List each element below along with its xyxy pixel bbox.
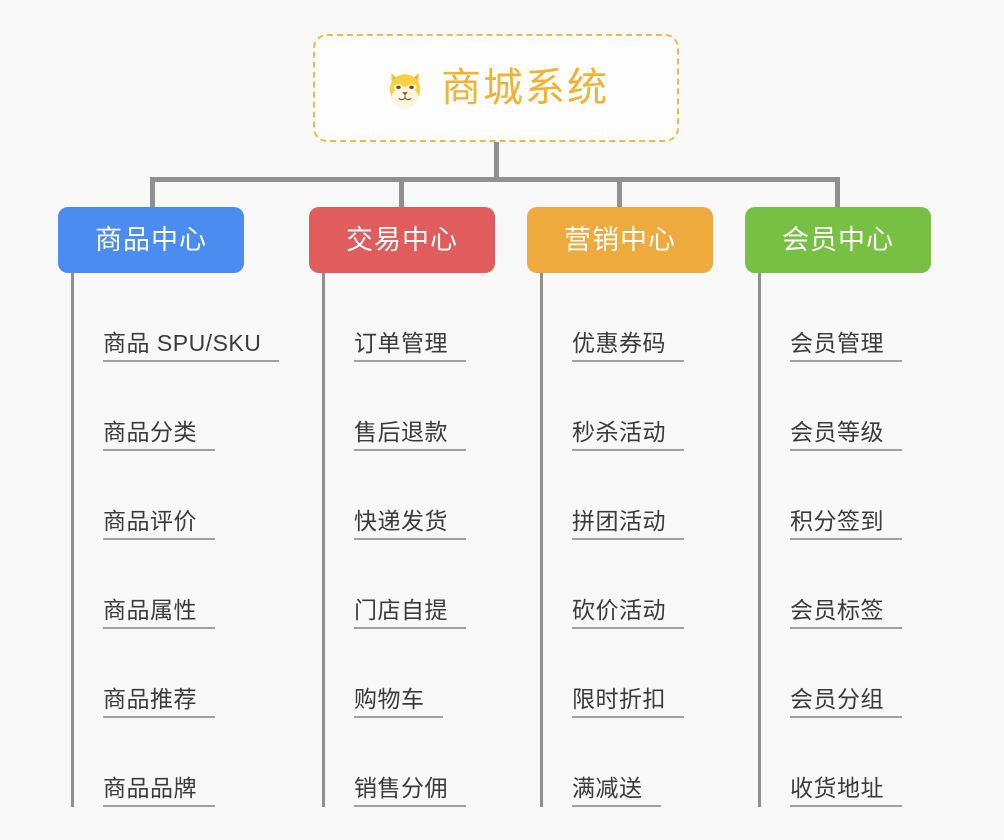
root-title: 商城系统 (441, 66, 609, 110)
leaf-item-label: 商品 SPU/SKU (103, 331, 280, 362)
leaf-spine-line (758, 273, 761, 807)
leaf-item-label: 限时折扣 (572, 687, 684, 718)
branch-column: 营销中心优惠券码秒杀活动拼团活动砍价活动限时折扣满减送 (527, 207, 713, 807)
leaf-item[interactable]: 会员等级 (745, 362, 931, 451)
leaf-item[interactable]: 订单管理 (309, 273, 495, 362)
category-label: 交易中心 (346, 224, 458, 255)
branch-column: 交易中心订单管理售后退款快递发货门店自提购物车销售分佣 (309, 207, 495, 807)
connector-drop-3 (617, 177, 622, 208)
leaf-item[interactable]: 商品推荐 (58, 629, 244, 718)
leaf-item-label: 商品推荐 (103, 687, 215, 718)
leaf-item-label: 售后退款 (354, 420, 466, 451)
leaf-item[interactable]: 会员分组 (745, 629, 931, 718)
leaf-item-label: 收货地址 (790, 776, 902, 807)
leaf-item[interactable]: 销售分佣 (309, 718, 495, 807)
leaf-item[interactable]: 商品分类 (58, 362, 244, 451)
leaf-item[interactable]: 积分签到 (745, 451, 931, 540)
leaf-spine-line (322, 273, 325, 807)
leaf-item-label: 会员分组 (790, 687, 902, 718)
leaf-item[interactable]: 商品属性 (58, 540, 244, 629)
leaf-item-label: 商品分类 (103, 420, 215, 451)
leaf-item[interactable]: 商品品牌 (58, 718, 244, 807)
leaf-item[interactable]: 门店自提 (309, 540, 495, 629)
connector-drop-2 (399, 177, 404, 208)
leaf-item-label: 会员标签 (790, 598, 902, 629)
connector-horizontal-bar (150, 177, 840, 182)
leaf-item-label: 满减送 (572, 776, 661, 807)
leaf-item-label: 门店自提 (354, 598, 466, 629)
leaf-list: 会员管理会员等级积分签到会员标签会员分组收货地址 (745, 273, 931, 807)
category-box[interactable]: 商品中心 (58, 207, 244, 273)
leaf-item[interactable]: 商品评价 (58, 451, 244, 540)
leaf-item-label: 订单管理 (354, 331, 466, 362)
leaf-item[interactable]: 优惠券码 (527, 273, 713, 362)
category-label: 商品中心 (95, 224, 207, 255)
leaf-item-label: 拼团活动 (572, 509, 684, 540)
leaf-item[interactable]: 快递发货 (309, 451, 495, 540)
leaf-item-label: 快递发货 (354, 509, 466, 540)
connector-drop-4 (835, 177, 840, 208)
leaf-item-label: 商品品牌 (103, 776, 215, 807)
leaf-item[interactable]: 满减送 (527, 718, 713, 807)
leaf-item-label: 砍价活动 (572, 598, 684, 629)
leaf-spine-line (540, 273, 543, 807)
connector-root-stem (494, 142, 499, 179)
leaf-item[interactable]: 砍价活动 (527, 540, 713, 629)
category-label: 会员中心 (782, 224, 894, 255)
category-label: 营销中心 (564, 224, 676, 255)
leaf-item-label: 会员等级 (790, 420, 902, 451)
leaf-item-label: 购物车 (354, 687, 443, 718)
category-box[interactable]: 会员中心 (745, 207, 931, 273)
leaf-item-label: 优惠券码 (572, 331, 684, 362)
branch-column: 商品中心商品 SPU/SKU 商品分类商品评价商品属性商品推荐商品品牌 (58, 207, 280, 807)
connector-drop-1 (150, 177, 155, 208)
category-box[interactable]: 交易中心 (309, 207, 495, 273)
leaf-list: 订单管理售后退款快递发货门店自提购物车销售分佣 (309, 273, 495, 807)
leaf-item[interactable]: 商品 SPU/SKU (58, 273, 280, 362)
dog-face-icon (383, 66, 427, 110)
leaf-item-label: 积分签到 (790, 509, 902, 540)
leaf-item-label: 销售分佣 (354, 776, 466, 807)
leaf-item[interactable]: 会员标签 (745, 540, 931, 629)
branch-column: 会员中心会员管理会员等级积分签到会员标签会员分组收货地址 (745, 207, 931, 807)
leaf-item[interactable]: 限时折扣 (527, 629, 713, 718)
leaf-item[interactable]: 购物车 (309, 629, 495, 718)
category-box[interactable]: 营销中心 (527, 207, 713, 273)
leaf-spine-line (71, 273, 74, 807)
leaf-item[interactable]: 售后退款 (309, 362, 495, 451)
leaf-list: 商品 SPU/SKU 商品分类商品评价商品属性商品推荐商品品牌 (58, 273, 280, 807)
leaf-list: 优惠券码秒杀活动拼团活动砍价活动限时折扣满减送 (527, 273, 713, 807)
leaf-item-label: 商品属性 (103, 598, 215, 629)
leaf-item[interactable]: 会员管理 (745, 273, 931, 362)
leaf-item[interactable]: 拼团活动 (527, 451, 713, 540)
leaf-item[interactable]: 收货地址 (745, 718, 931, 807)
leaf-item-label: 商品评价 (103, 509, 215, 540)
leaf-item[interactable]: 秒杀活动 (527, 362, 713, 451)
leaf-item-label: 秒杀活动 (572, 420, 684, 451)
leaf-item-label: 会员管理 (790, 331, 902, 362)
root-node[interactable]: 商城系统 (313, 34, 679, 142)
